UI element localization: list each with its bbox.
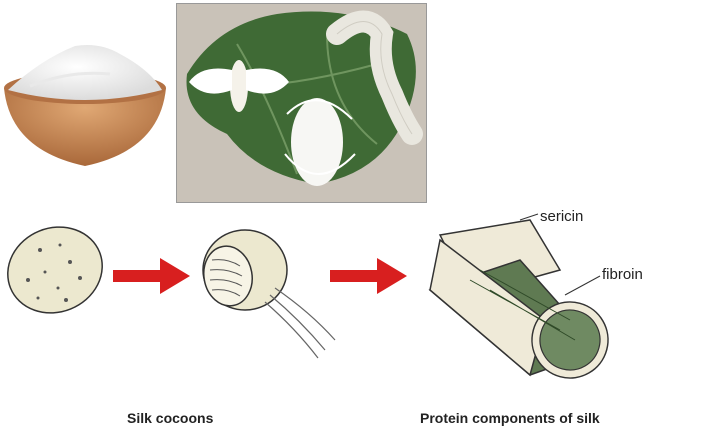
sericin-label: sericin	[540, 208, 584, 225]
unraveling-cocoon	[202, 229, 336, 359]
protein-components-caption: Protein components of silk	[420, 410, 600, 426]
silk-diagram	[0, 200, 713, 445]
silk-cocoons-caption: Silk cocoons	[127, 410, 214, 426]
whole-cocoon	[7, 226, 103, 314]
silk-cocoon	[284, 98, 356, 186]
fibroin-label: fibroin	[602, 266, 643, 283]
powder-bowl-image	[0, 40, 170, 175]
silkworm	[326, 10, 423, 145]
silk-fiber-cross-section	[428, 213, 609, 379]
arrow-right-icon	[330, 258, 407, 294]
silkworm-photo	[176, 3, 427, 203]
arrow-right-icon	[113, 258, 190, 294]
silk-moth	[189, 60, 289, 112]
